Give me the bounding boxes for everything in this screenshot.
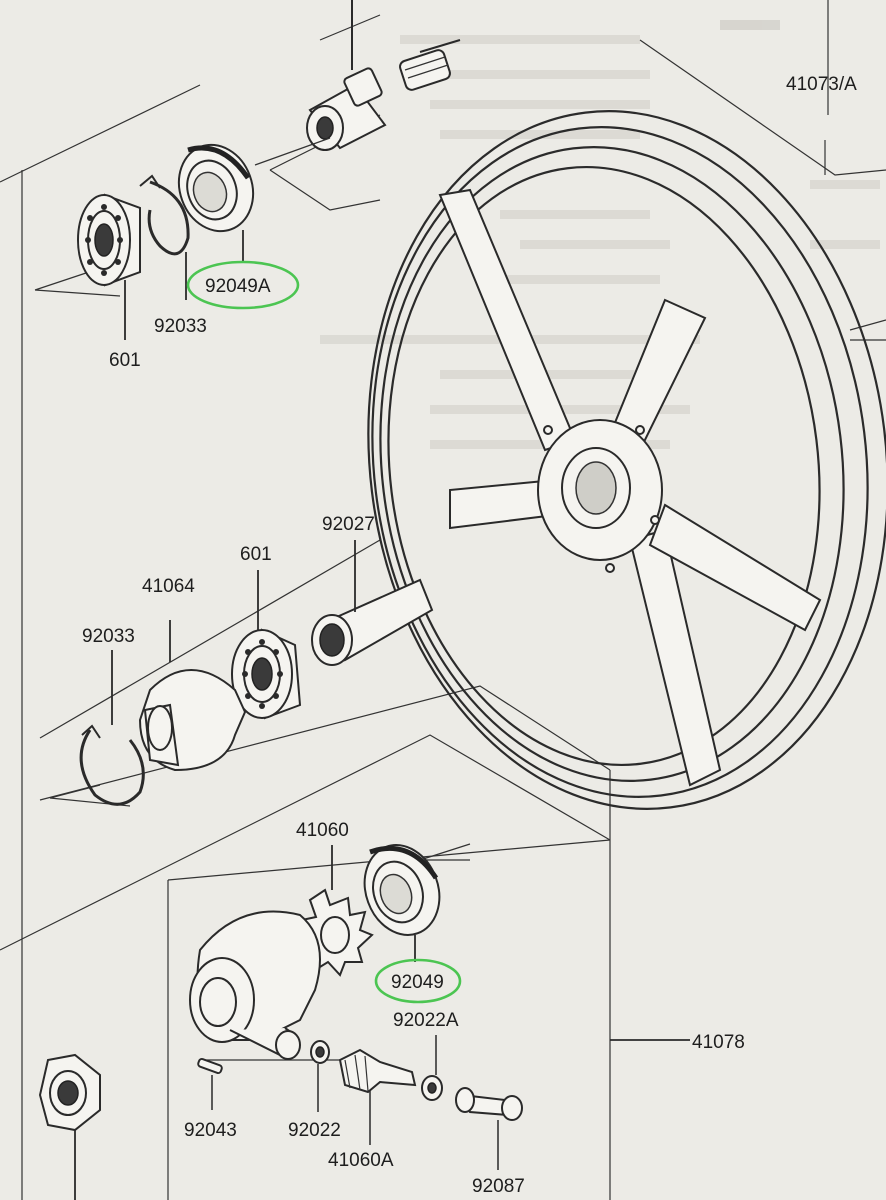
bearing-mid-icon [231, 570, 302, 720]
axis-line-top [254, 137, 331, 166]
washer-a-icon [421, 1035, 443, 1101]
group-boundaries [0, 14, 886, 1200]
label-coupling: 41064 [142, 576, 195, 597]
pin-icon [197, 1057, 223, 1110]
circlip-mid-icon [79, 650, 145, 806]
label-pinion: 41060A [328, 1150, 394, 1171]
distance-collar-icon [311, 540, 434, 666]
label-oil-seal-a: 92049A [205, 276, 271, 297]
label-gear: 41060 [296, 820, 349, 841]
label-washer: 92022 [288, 1120, 341, 1141]
label-bearing-mid: 601 [240, 544, 272, 565]
pinion-icon [338, 1048, 417, 1145]
wheel-icon [367, 110, 886, 810]
circlip-top-icon [139, 174, 190, 300]
axle-bolt-icon [399, 39, 461, 91]
gear-housing-icon [189, 910, 321, 1060]
label-bushing: 92087 [472, 1176, 525, 1197]
label-pin: 92043 [184, 1120, 237, 1141]
bearing-top-icon [77, 193, 141, 340]
label-washer-a: 92022A [393, 1010, 459, 1031]
label-circlip-top: 92033 [154, 316, 207, 337]
oil-seal-a-icon [177, 143, 255, 262]
bushing-icon [455, 1087, 523, 1170]
axle-collar-icon [306, 0, 387, 151]
label-wheel-assembly: 41078 [692, 1032, 745, 1053]
label-distance-collar: 92027 [322, 514, 375, 535]
axle-nut-icon [38, 1053, 101, 1200]
highlight-ring-oil-seal-a [186, 260, 300, 310]
coupling-icon [138, 620, 247, 772]
oil-seal-icon [363, 844, 441, 962]
label-circlip-mid: 92033 [82, 626, 135, 647]
label-oil-seal: 92049 [391, 972, 444, 993]
label-bearing-top: 601 [109, 350, 141, 371]
washer-icon [310, 1040, 330, 1112]
highlight-ring-oil-seal [374, 958, 462, 1004]
label-axle-collar: 41073/A [786, 74, 857, 95]
